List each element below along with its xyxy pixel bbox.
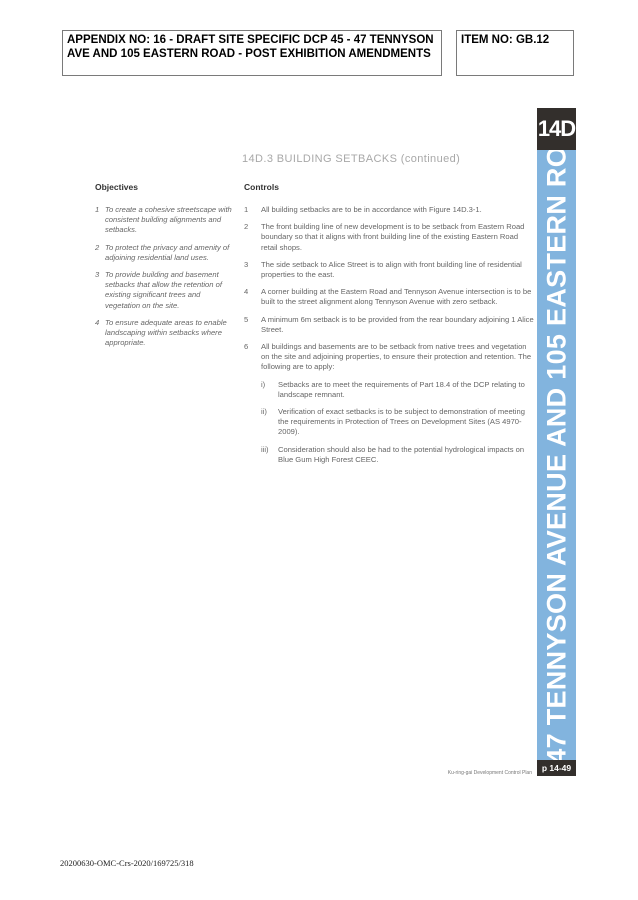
sub-item-number: i) <box>261 379 266 389</box>
sub-item: ii) Verification of exact setbacks is to … <box>261 407 534 438</box>
list-item: 1 To create a cohesive streetscape with c… <box>95 205 235 236</box>
controls-list: 1 All building setbacks are to be in acco… <box>244 205 534 472</box>
section-title: 14D.3 BUILDING SETBACKS (continued) <box>242 153 461 165</box>
appendix-title-box: APPENDIX NO: 16 - DRAFT SITE SPECIFIC DC… <box>62 30 442 76</box>
list-item: 2 The front building line of new developm… <box>244 222 534 253</box>
item-text: The side setback to Alice Street is to a… <box>261 259 522 280</box>
sub-item-number: iii) <box>261 444 269 454</box>
list-item: 4 A corner building at the Eastern Road a… <box>244 287 534 307</box>
item-number: 1 <box>244 205 249 214</box>
list-item: 3 The side setback to Alice Street is to … <box>244 260 534 280</box>
side-banner: 45-47 TENNYSON AVENUE AND 105 EASTERN RO… <box>537 150 576 760</box>
item-number: ITEM NO: GB.12 <box>461 34 550 46</box>
item-text: A corner building at the Eastern Road an… <box>261 287 532 307</box>
item-text: All building setbacks are to be in accor… <box>261 205 482 214</box>
item-number: 3 <box>95 270 100 280</box>
item-number: 1 <box>95 205 100 214</box>
item-text: To provide building and basement setback… <box>105 270 222 310</box>
item-number-box: ITEM NO: GB.12 <box>456 30 574 76</box>
item-number: 3 <box>244 259 249 269</box>
item-text: To protect the privacy and amenity of ad… <box>105 242 230 262</box>
sub-item: i) Setbacks are to meet the requirements … <box>261 380 534 400</box>
objectives-heading: Objectives <box>95 182 138 192</box>
item-number: 2 <box>244 222 249 232</box>
item-number: 2 <box>95 242 100 252</box>
item-text: To create a cohesive streetscape with co… <box>105 205 232 235</box>
item-number: 4 <box>244 287 249 297</box>
item-text: To ensure adequate areas to enable lands… <box>105 317 227 348</box>
item-text: A minimum 6m setback is to be provided f… <box>261 314 534 334</box>
page-number: p 14-49 <box>537 760 576 776</box>
side-banner-title: 45-47 TENNYSON AVENUE AND 105 EASTERN RO… <box>541 150 571 760</box>
sub-item-text: Consideration should also be had to the … <box>278 444 525 464</box>
item-text: All buildings and basements are to be se… <box>261 342 532 372</box>
controls-heading: Controls <box>244 182 279 192</box>
sub-item-text: Setbacks are to meet the requirements of… <box>278 379 525 399</box>
list-item: 3 To provide building and basement setbac… <box>95 270 235 311</box>
list-item: 6 All buildings and basements are to be … <box>244 342 534 465</box>
chapter-tab: 14D <box>537 108 576 150</box>
list-item: 2 To protect the privacy and amenity of a… <box>95 243 235 263</box>
item-body: All buildings and basements are to be se… <box>261 342 534 465</box>
item-number: 6 <box>244 342 249 352</box>
item-number: 4 <box>95 317 100 327</box>
list-item: 5 A minimum 6m setback is to be provided … <box>244 315 534 335</box>
plan-name: Ku-ring-gai Development Control Plan <box>447 770 532 776</box>
item-text: The front building line of new developme… <box>261 222 525 252</box>
item-number: 5 <box>244 314 249 324</box>
list-item: 4 To ensure adequate areas to enable land… <box>95 318 235 349</box>
sub-item-number: ii) <box>261 407 267 417</box>
sub-item-text: Verification of exact setbacks is to be … <box>278 407 525 437</box>
list-item: 1 All building setbacks are to be in acco… <box>244 205 534 215</box>
sub-item: iii) Consideration should also be had to … <box>261 445 534 465</box>
document-reference: 20200630-OMC-Crs-2020/169725/318 <box>60 858 194 868</box>
appendix-title: APPENDIX NO: 16 - DRAFT SITE SPECIFIC DC… <box>67 34 434 60</box>
objectives-list: 1 To create a cohesive streetscape with c… <box>95 205 235 355</box>
